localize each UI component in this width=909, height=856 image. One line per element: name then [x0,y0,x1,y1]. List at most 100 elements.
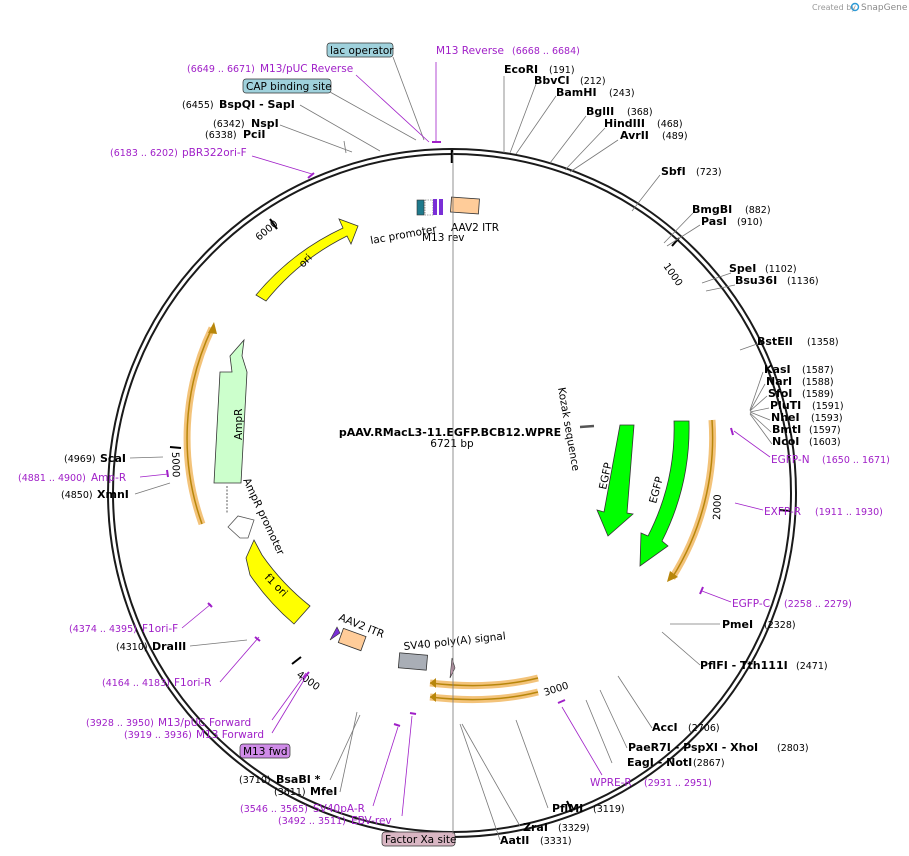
site-pmei-pos: (2328) [764,620,796,631]
feature-sv40-polya[interactable] [397,652,428,671]
primer-m13-puc-reverse-range: (6649 .. 6671) [187,64,255,75]
primer-sv40pa-r[interactable]: SV40pA-R [313,803,365,815]
box-lac-operator[interactable]: lac operator [326,42,394,58]
site-draiii[interactable]: DraIII [152,640,186,653]
site-avrii[interactable]: AvrII [620,129,649,142]
site-bsteii[interactable]: BstEII [757,335,793,348]
plasmid-name: pAAV.RMacL3-11.EGFP.BCB12.WPRE [339,426,561,439]
site-bmti[interactable]: BmtI [772,423,801,436]
site-nari[interactable]: NarI [766,375,792,388]
site-hindiii[interactable]: HindIII [604,117,645,130]
site-bsu36i[interactable]: Bsu36I [735,274,777,287]
primer-m13-forward[interactable]: M13 Forward [196,729,264,741]
site-bamhi-pos: (243) [609,88,635,99]
site-nspi[interactable]: NspI [251,117,279,130]
feature-aav2-itr-top[interactable] [450,196,480,215]
site-bmgbi[interactable]: BmgBI [692,203,732,216]
feature-label-ampr: AmpR [233,409,245,440]
site-leader-lines [129,56,773,841]
site-paer7i-pspxi-xhoi-pos: (2803) [777,743,809,754]
feature-aav2-itr-bottom[interactable] [337,627,367,652]
site-acci[interactable]: AccI [652,721,678,734]
site-pflmi[interactable]: PflMI [552,802,583,815]
site-ecori[interactable]: EcoRI [504,63,538,76]
site-bamhi[interactable]: BamHI [556,86,597,99]
site-kasi[interactable]: KasI [764,363,791,376]
primer-f1ori-f[interactable]: F1ori-F [142,623,178,635]
primer-pbr322ori-f[interactable]: pBR322ori-F [182,147,247,159]
site-ecori-pos: (191) [549,65,575,76]
site-sfoi[interactable]: SfoI [768,387,792,400]
site-nhei[interactable]: NheI [771,411,800,424]
site-mfei[interactable]: MfeI [310,785,337,798]
feature-ori[interactable] [255,218,359,302]
primer-m13-puc-forward[interactable]: M13/pUC Forward [158,717,251,729]
site-zrai-pos: (3329) [558,823,590,834]
site-paer7i-pspxi-xhoi[interactable]: PaeR7I - PspXI - XhoI [628,741,758,754]
site-sbfi-pos: (723) [696,167,722,178]
primer-m13-puc-forward-range: (3928 .. 3950) [86,718,154,729]
site-pflfi-tth111i[interactable]: PflFI - Tth111I [700,659,788,672]
primer-egfp-n[interactable]: EGFP-N [771,454,810,466]
feature-m13-rev[interactable] [433,199,437,215]
box-cap-binding-site[interactable]: CAP binding site [242,78,332,94]
credit-created-by: Created by [812,3,856,12]
site-sfoi-pos: (1589) [802,389,834,400]
feature-egfp-inner[interactable] [596,424,635,537]
site-bmti-pos: (1597) [809,425,841,436]
site-pflmi-pos: (3119) [593,804,625,815]
primer-egfp-c-range: (2258 .. 2279) [784,599,852,610]
site-pluti[interactable]: PluTI [770,399,801,412]
feature-lac-promoter[interactable] [424,199,434,216]
site-xmni-pos: (4850) [61,490,93,501]
box-m13-fwd[interactable]: M13 fwd [239,743,291,759]
box-factor-xa-site[interactable]: Factor Xa site [381,831,456,847]
svg-text:lac operator: lac operator [330,45,394,57]
site-bbvci[interactable]: BbvCI [534,74,570,87]
primer-exfp-r[interactable]: EXFP-R [764,506,801,518]
feature-cap-site-block[interactable] [416,199,425,216]
primer-f1ori-r-range: (4164 .. 4183) [102,678,170,689]
site-ncoi[interactable]: NcoI [772,435,799,448]
feature-ampr[interactable] [213,338,248,484]
site-xmni[interactable]: XmnI [97,488,129,501]
primer-wpre-r[interactable]: WPRE-R [590,777,632,789]
primer-amp-r[interactable]: Amp-R [91,472,126,484]
site-pcii-pos: (6338) [205,130,237,141]
site-bsabi[interactable]: BsaBI * [276,773,321,786]
site-bspqi-sapi[interactable]: BspQI - SapI [219,98,295,111]
site-aatii[interactable]: AatII [500,834,529,847]
site-scai[interactable]: ScaI [100,452,126,465]
primer-exfp-r-range: (1911 .. 1930) [815,507,883,518]
site-zrai[interactable]: ZraI [523,821,548,834]
site-bsteii-pos: (1358) [807,337,839,348]
site-nhei-pos: (1593) [811,413,843,424]
site-sbfi[interactable]: SbfI [661,165,686,178]
site-eagi-noti[interactable]: EagI - NotI [627,756,692,769]
primer-f1ori-r[interactable]: F1ori-R [174,677,211,689]
site-pasi[interactable]: PasI [701,215,727,228]
primer-leader-lines [139,62,771,817]
primer-egfp-c[interactable]: EGFP-C [732,598,770,610]
feature-ampr-promoter[interactable] [227,515,255,539]
feature-egfp-outer[interactable] [639,420,690,567]
credit-brand: SnapGene [861,3,908,13]
site-spei-pos: (1102) [765,264,797,275]
feature-f1-ori[interactable] [245,539,311,625]
primer-ebv-rev-range: (3492 .. 3511) [278,816,346,827]
primer-m13-reverse[interactable]: M13 Reverse [436,45,504,57]
site-spei[interactable]: SpeI [729,262,756,275]
site-eagi-noti-pos: (2867) [693,758,725,769]
site-scai-pos: (4969) [64,454,96,465]
primer-ebv-rev[interactable]: EBV-rev [351,815,392,827]
site-bsabi-pos: (3710) [239,775,271,786]
primer-m13-puc-reverse[interactable]: M13/pUC Reverse [260,63,353,75]
site-bglii[interactable]: BglII [586,105,614,118]
tick-label-5000: 5000 [169,452,181,478]
feature-label-m13-rev: M13 rev [422,232,465,244]
site-pmei[interactable]: PmeI [722,618,753,631]
site-bglii-pos: (368) [627,107,653,118]
site-pcii[interactable]: PciI [243,128,265,141]
primer-m13-forward-range: (3919 .. 3936) [124,730,192,741]
